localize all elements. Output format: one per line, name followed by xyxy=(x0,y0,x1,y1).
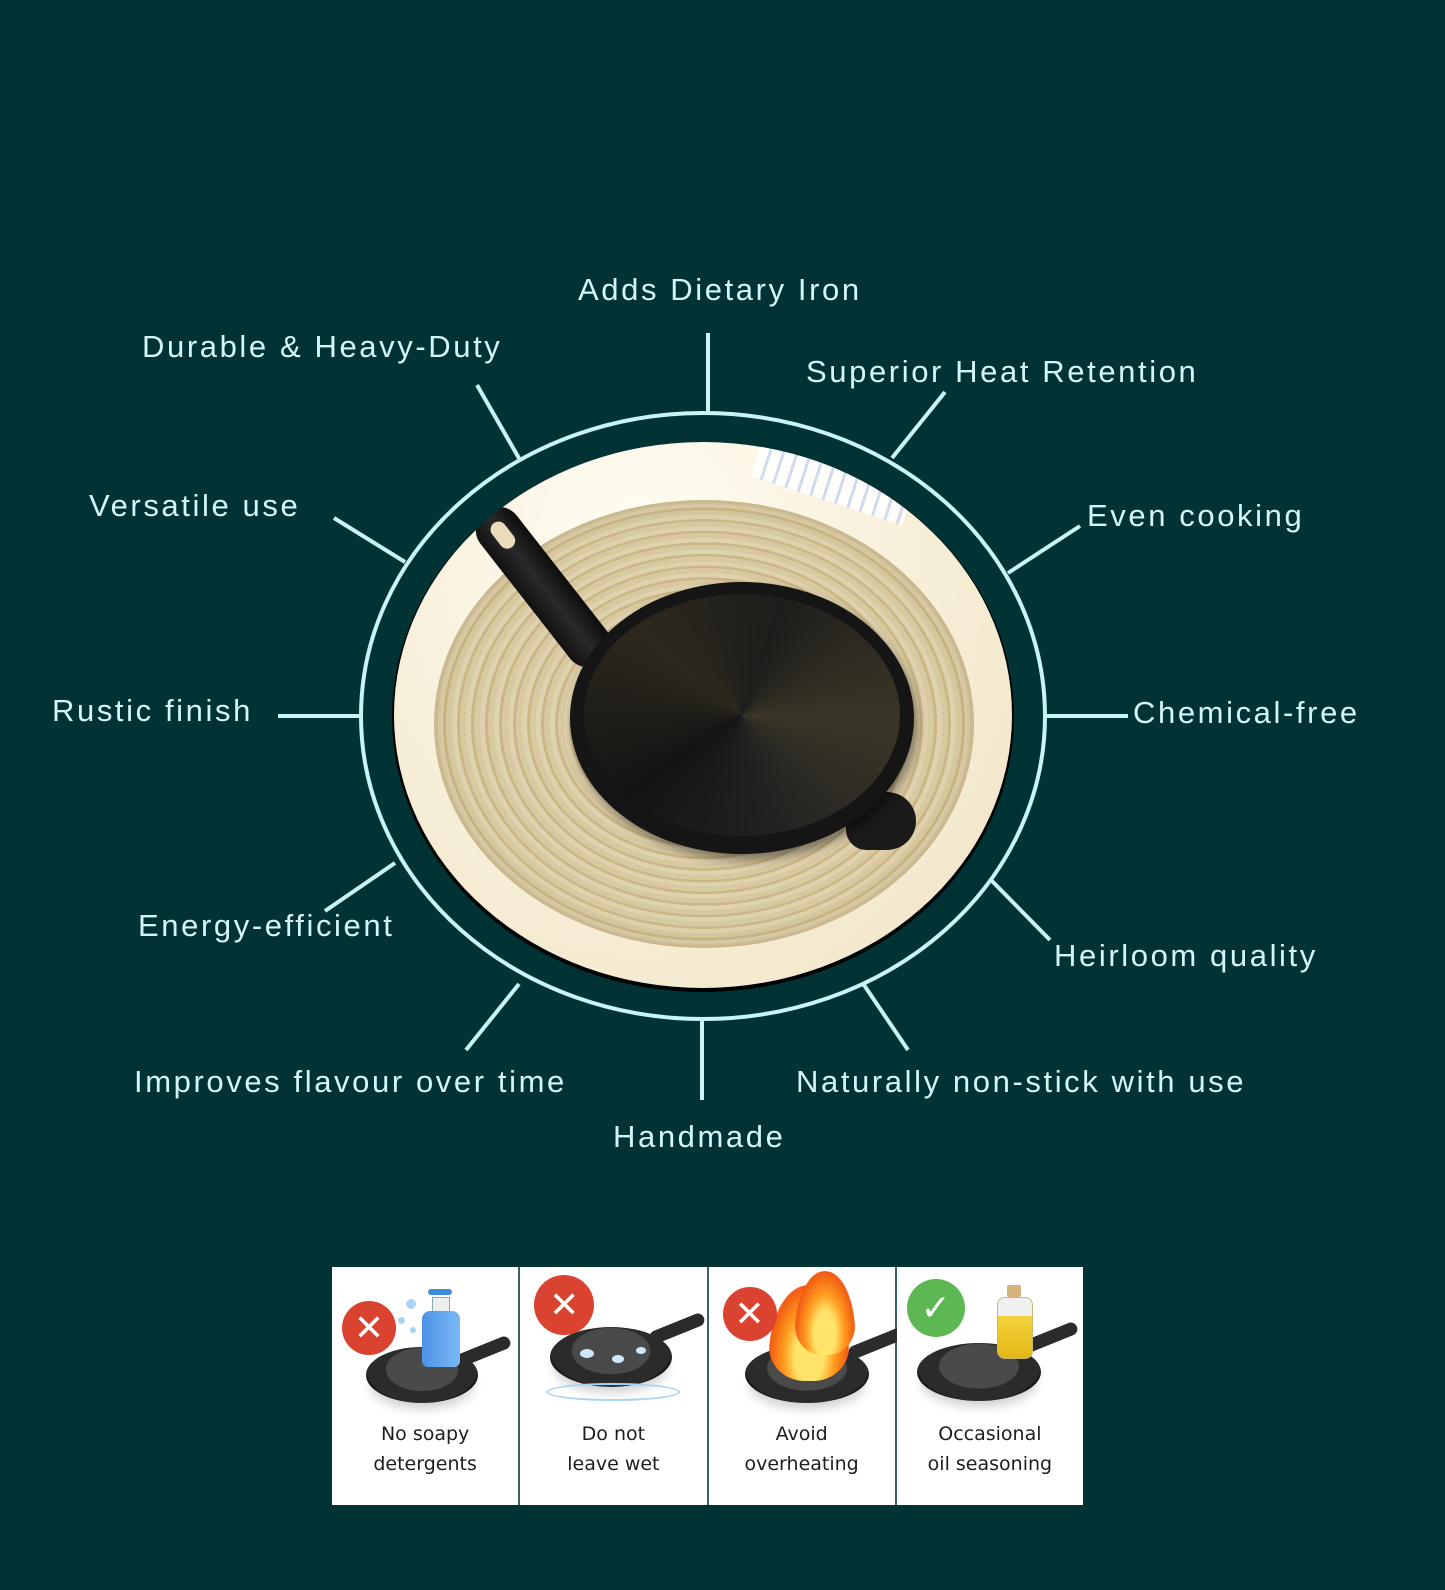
feature-label-naturally-non-stick: Naturally non-stick with use xyxy=(796,1064,1247,1099)
prohibited-badge-icon: ✕ xyxy=(722,1287,777,1341)
care-text-line2: detergents xyxy=(373,1453,477,1476)
feature-label-rustic-finish: Rustic finish xyxy=(52,693,253,728)
feature-label-adds-dietary-iron: Adds Dietary Iron xyxy=(578,272,862,307)
spoke-superior-heat-retention xyxy=(890,390,947,460)
prohibited-badge-icon: ✕ xyxy=(534,1275,595,1335)
care-text-line2: oil seasoning xyxy=(927,1453,1053,1476)
feature-label-handmade: Handmade xyxy=(613,1119,786,1154)
feature-label-improves-flavour: Improves flavour over time xyxy=(134,1064,567,1099)
feature-label-durable-heavy-duty: Durable & Heavy-Duty xyxy=(142,329,503,364)
spoke-heirloom-quality xyxy=(989,878,1052,942)
feature-label-energy-efficient: Energy-efficient xyxy=(138,908,395,943)
feature-label-versatile-use: Versatile use xyxy=(89,488,301,523)
spoke-versatile-use xyxy=(332,516,407,564)
care-card-overheat: ✕ Avoid overheating xyxy=(708,1267,905,1505)
product-photo xyxy=(394,442,1012,988)
prohibited-badge-icon: ✕ xyxy=(342,1301,396,1355)
care-instructions-panel: ✕ No soapy detergents ✕ Do not leave wet xyxy=(332,1267,1083,1505)
feature-label-chemical-free: Chemical-free xyxy=(1133,695,1360,730)
care-text-line2: overheating xyxy=(744,1453,859,1476)
flame-icon: ✕ xyxy=(709,1267,905,1417)
spoke-improves-flavour xyxy=(464,982,521,1052)
feature-label-superior-heat-retention: Superior Heat Retention xyxy=(806,354,1199,389)
care-text-line1: No soapy xyxy=(380,1423,470,1445)
pan-cooking-surface xyxy=(584,594,900,836)
care-text-line1: Avoid xyxy=(775,1423,828,1445)
approved-badge-icon: ✓ xyxy=(906,1279,965,1337)
soap-bottle-icon: ✕ xyxy=(332,1267,518,1417)
care-card-no-soap: ✕ No soapy detergents xyxy=(332,1267,519,1505)
spoke-durable-heavy-duty xyxy=(475,384,522,461)
cast-iron-pan xyxy=(570,582,914,854)
spoke-even-cooking xyxy=(1006,524,1082,575)
care-card-not-wet: ✕ Do not leave wet xyxy=(520,1267,707,1505)
care-card-seasoning: ✓ Occasional oil seasoning xyxy=(896,1267,1083,1505)
spoke-energy-efficient xyxy=(323,861,397,913)
care-text-line1: Occasional xyxy=(938,1423,1042,1445)
spoke-naturally-non-stick xyxy=(862,983,910,1052)
care-text-line2: leave wet xyxy=(567,1453,660,1476)
care-text-line1: Do not xyxy=(581,1423,646,1445)
water-drops-icon: ✕ xyxy=(520,1267,707,1417)
oil-bottle-icon: ✓ xyxy=(897,1267,1083,1417)
feature-label-even-cooking: Even cooking xyxy=(1087,498,1305,533)
feature-label-heirloom-quality: Heirloom quality xyxy=(1054,938,1318,973)
